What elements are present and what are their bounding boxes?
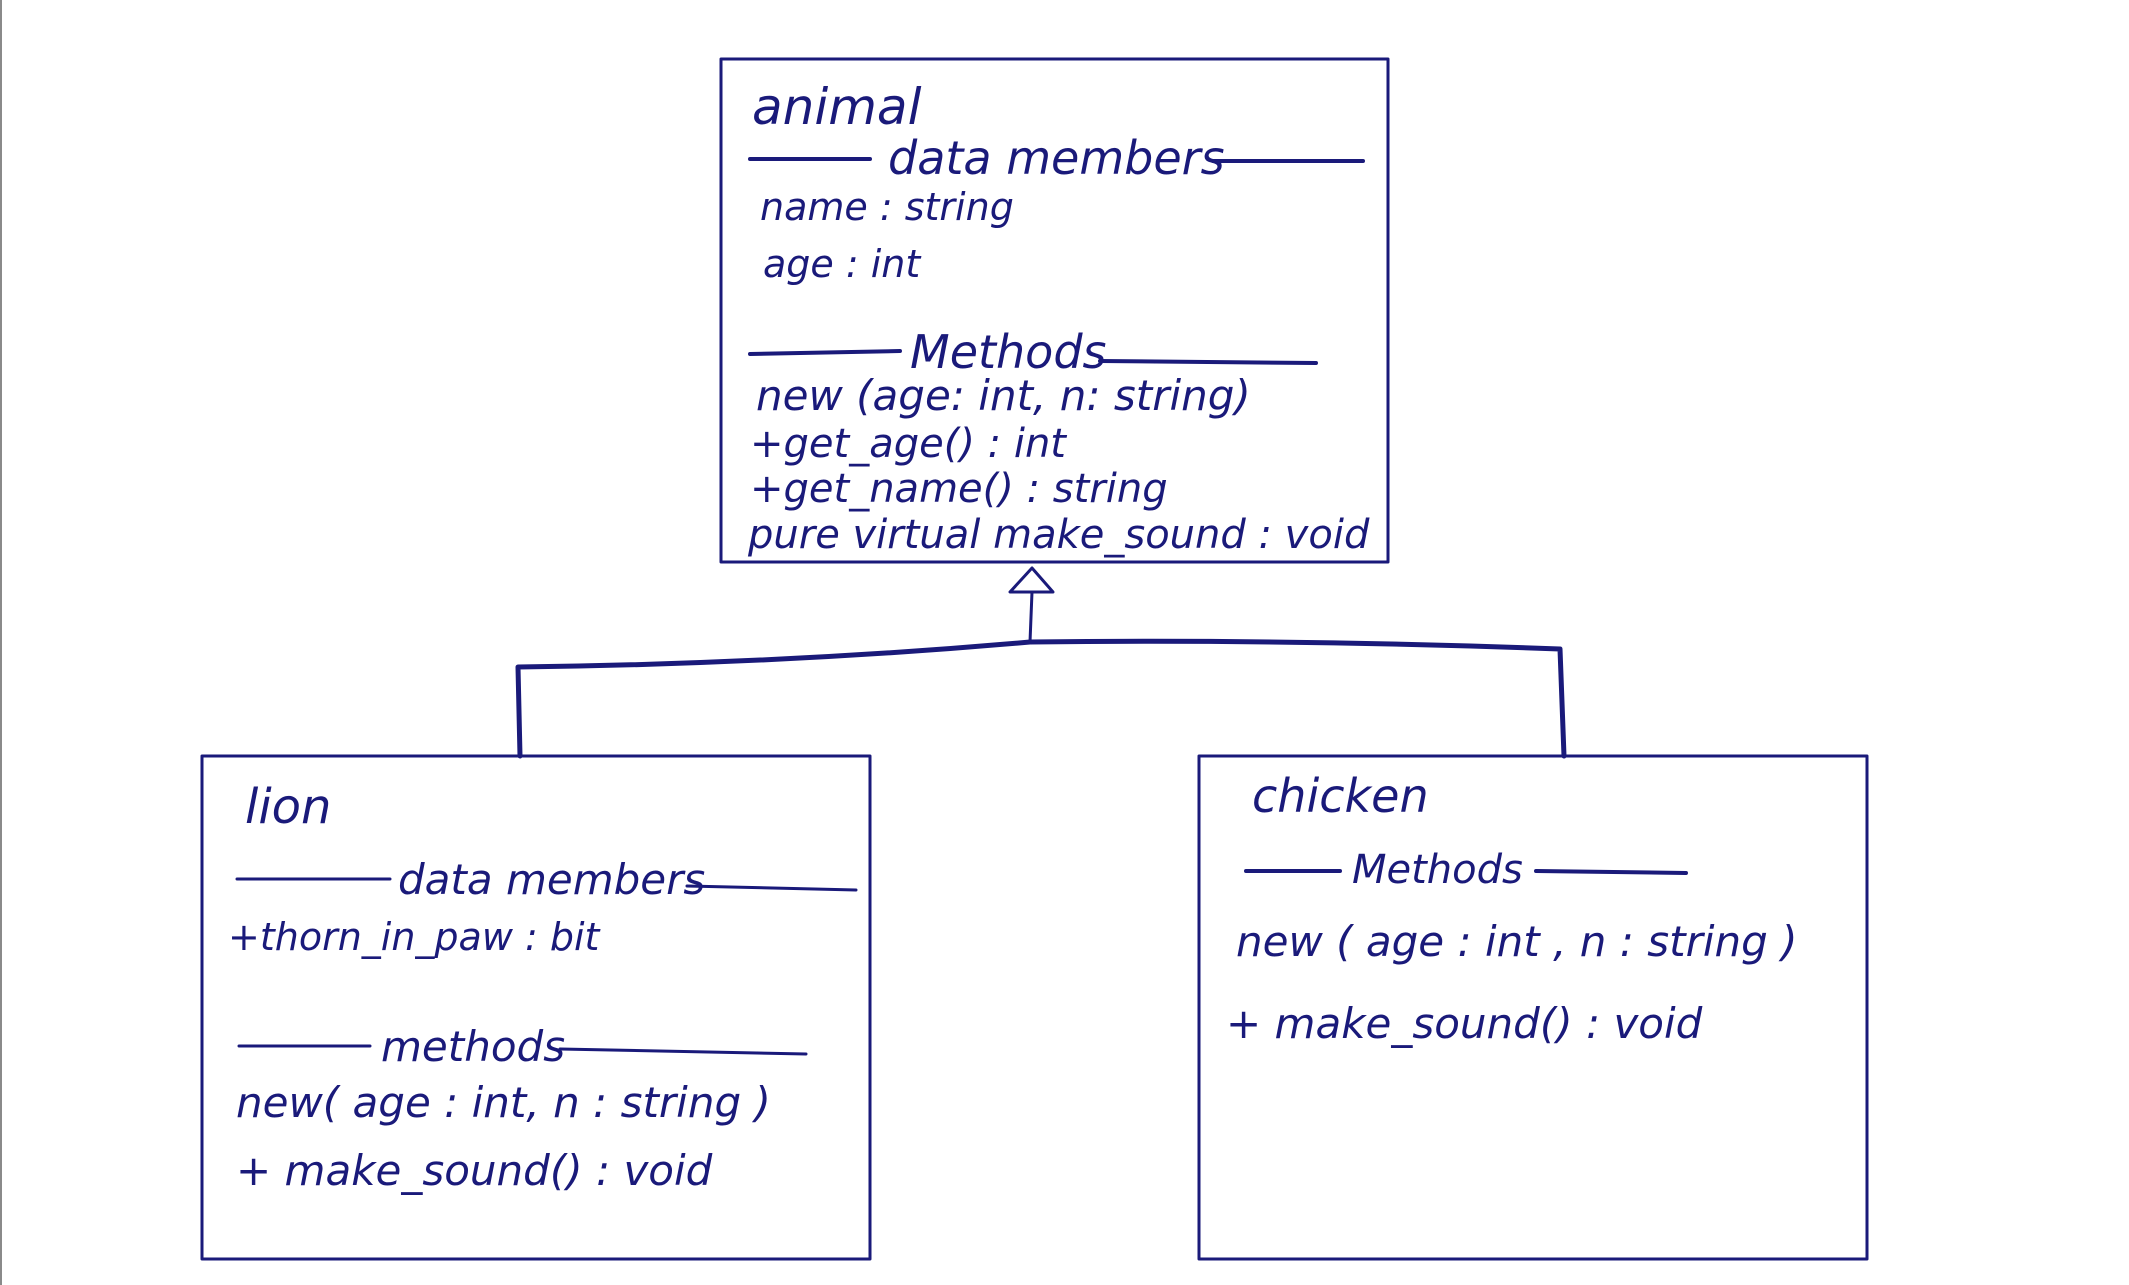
animal-data-members-header: data members <box>888 131 1225 185</box>
chicken-method: new ( age : int , n : string ) <box>1236 917 1798 966</box>
animal-method: new (age: int, n: string) <box>756 371 1251 420</box>
inheritance-arrowhead <box>1008 566 1055 594</box>
lion-data-members-header: data members <box>398 855 705 904</box>
animal-class-box <box>719 57 1390 564</box>
lion-method: new( age : int, n : string ) <box>236 1078 771 1127</box>
lion-data-member: +thorn_in_paw : bit <box>228 915 602 959</box>
animal-class-name: animal <box>752 78 922 136</box>
chicken-methods-header: Methods <box>1352 847 1523 893</box>
animal-methods-divider-right <box>1098 359 1318 365</box>
animal-method: pure virtual make_sound : void <box>747 512 1370 558</box>
animal-data-member: name : string <box>760 185 1014 229</box>
animal-data-member: age : int <box>763 242 922 286</box>
lion-divider-right <box>685 884 858 892</box>
lion-method: + make_sound() : void <box>236 1146 713 1195</box>
inheritance-stem <box>1028 590 1034 644</box>
lion-class-box <box>200 754 872 1261</box>
animal-method: +get_name() : string <box>750 466 1168 512</box>
lion-class-name: lion <box>245 779 331 835</box>
animal-methods-divider-left <box>748 349 902 356</box>
chicken-method: + make_sound() : void <box>1226 999 1703 1048</box>
chicken-class-box <box>1197 754 1869 1261</box>
lion-methods-divider-right <box>558 1047 808 1056</box>
inheritance-connector <box>515 638 1567 759</box>
animal-method: +get_age() : int <box>750 421 1067 467</box>
chicken-class-name: chicken <box>1252 769 1429 823</box>
animal-methods-header: Methods <box>910 325 1107 379</box>
chicken-divider-right <box>1534 869 1688 875</box>
lion-methods-header: methods <box>381 1022 565 1071</box>
